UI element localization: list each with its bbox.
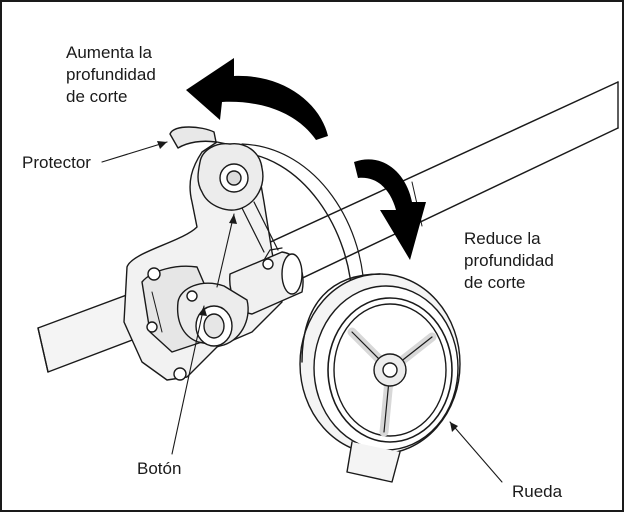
wheel [299, 273, 461, 455]
reduce-depth-line-2: profundidad [464, 251, 554, 270]
leader-wheel [449, 421, 503, 483]
increase-depth-line-1: Aumenta la [66, 43, 152, 62]
shaft-tube [226, 81, 619, 303]
protector-label: Protector [22, 153, 91, 172]
reduce-depth-line-1: Reduce la [464, 229, 541, 248]
increase-depth-line-3: de corte [66, 87, 128, 106]
increase-depth-line-2: profundidad [66, 65, 156, 84]
reduce-depth-label: Reduce la profundidad de corte [464, 228, 554, 294]
reduce-depth-line-3: de corte [464, 273, 526, 292]
button-label: Botón [137, 459, 182, 478]
reduce-arrow [354, 159, 426, 260]
increase-arrow [186, 58, 328, 140]
leader-protector [101, 141, 168, 163]
protector-lever [169, 126, 217, 149]
wheel-bracket [346, 441, 401, 483]
wheel-label: Rueda [512, 482, 563, 501]
increase-depth-label: Aumenta la profundidad de corte [66, 42, 156, 108]
leader-knob [216, 213, 235, 288]
leader-button [171, 305, 205, 455]
